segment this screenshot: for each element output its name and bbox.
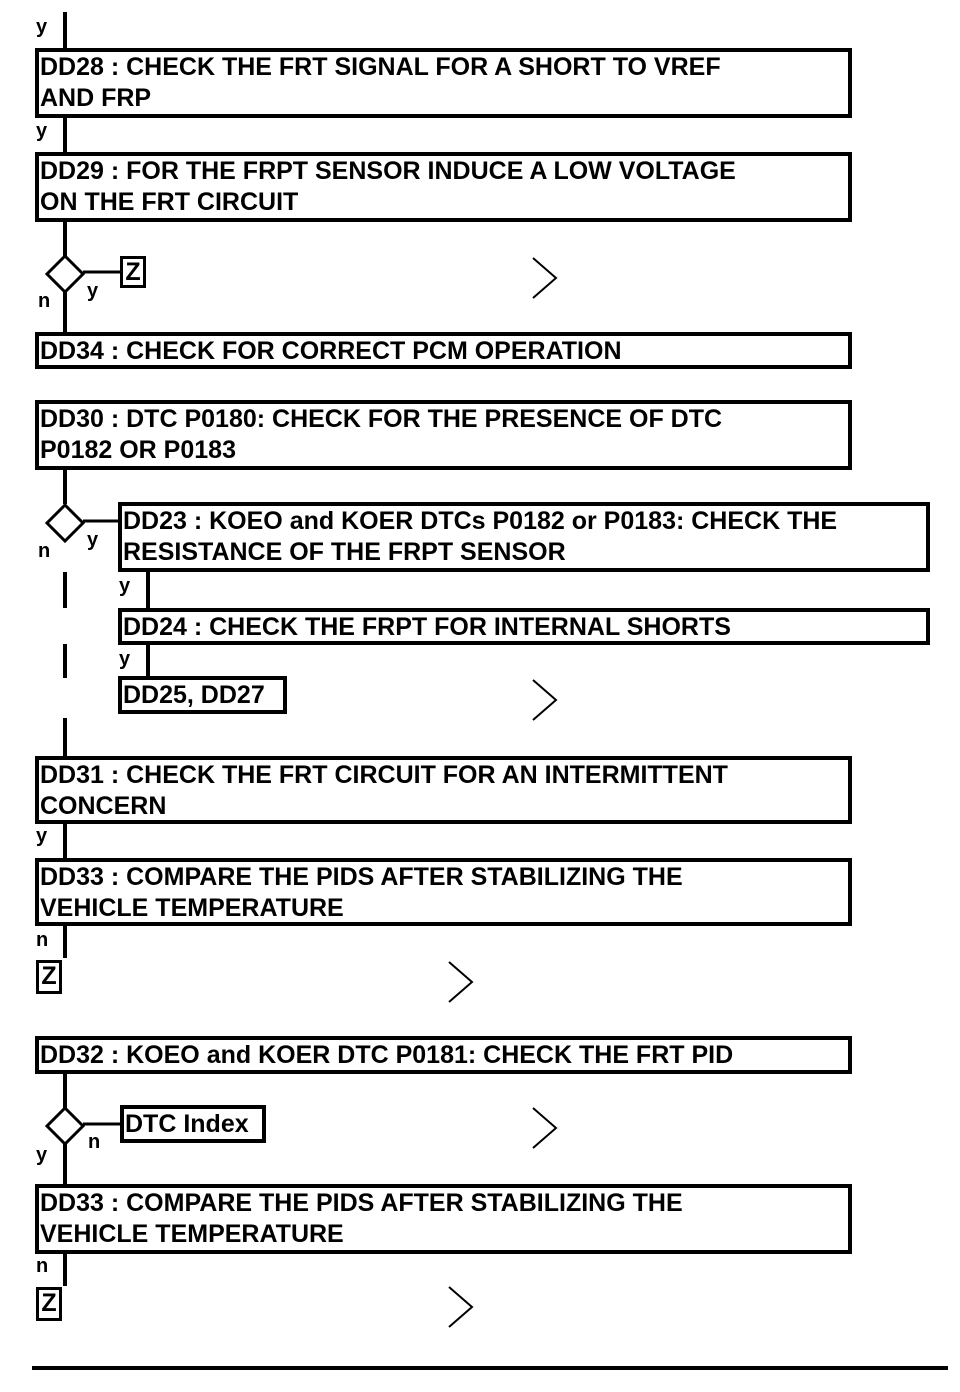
chevron-icon [448,1286,474,1328]
step-dd23[interactable]: DD23 : KOEO and KOER DTCs P0182 or P0183… [118,502,930,572]
step-dd24[interactable]: DD24 : CHECK THE FRPT FOR INTERNAL SHORT… [118,608,930,645]
step-dd30[interactable]: DD30 : DTC P0180: CHECK FOR THE PRESENCE… [35,400,852,470]
chevron-icon [532,257,558,299]
branch-label-n: n [38,540,51,562]
branch-label-y: y [119,575,131,597]
step-dd33-second[interactable]: DD33 : COMPARE THE PIDS AFTER STABILIZIN… [35,1184,852,1254]
branch-label-n: n [36,929,49,951]
branch-label-y: y [87,529,99,551]
step-dd28[interactable]: DD28 : CHECK THE FRT SIGNAL FOR A SHORT … [35,48,852,118]
step-dd25-dd27[interactable]: DD25, DD27 [118,676,287,714]
branch-label-y: y [36,1144,48,1166]
branch-label-y: y [36,120,48,142]
step-dtc-index[interactable]: DTC Index [120,1105,266,1143]
branch-label-n: n [88,1131,101,1153]
chevron-icon [448,961,474,1003]
chevron-icon [532,679,558,721]
step-dd32[interactable]: DD32 : KOEO and KOER DTC P0181: CHECK TH… [35,1036,852,1074]
terminal-z[interactable]: Z [36,1287,62,1321]
decision-diamond-2 [44,502,86,544]
terminal-z[interactable]: Z [120,256,146,288]
step-dd34[interactable]: DD34 : CHECK FOR CORRECT PCM OPERATION [35,332,852,369]
decision-diamond-3 [44,1105,86,1147]
branch-label-y: y [87,280,99,302]
step-dd29[interactable]: DD29 : FOR THE FRPT SENSOR INDUCE A LOW … [35,152,852,222]
branch-label-n: n [38,290,51,312]
branch-label-y: y [36,16,48,38]
step-dd33-first[interactable]: DD33 : COMPARE THE PIDS AFTER STABILIZIN… [35,858,852,926]
branch-label-y: y [119,648,131,670]
step-dd31[interactable]: DD31 : CHECK THE FRT CIRCUIT FOR AN INTE… [35,756,852,824]
branch-label-n: n [36,1255,49,1277]
chevron-icon [532,1107,558,1149]
terminal-z[interactable]: Z [36,960,62,994]
decision-diamond-1 [44,253,86,295]
branch-label-y: y [36,825,48,847]
